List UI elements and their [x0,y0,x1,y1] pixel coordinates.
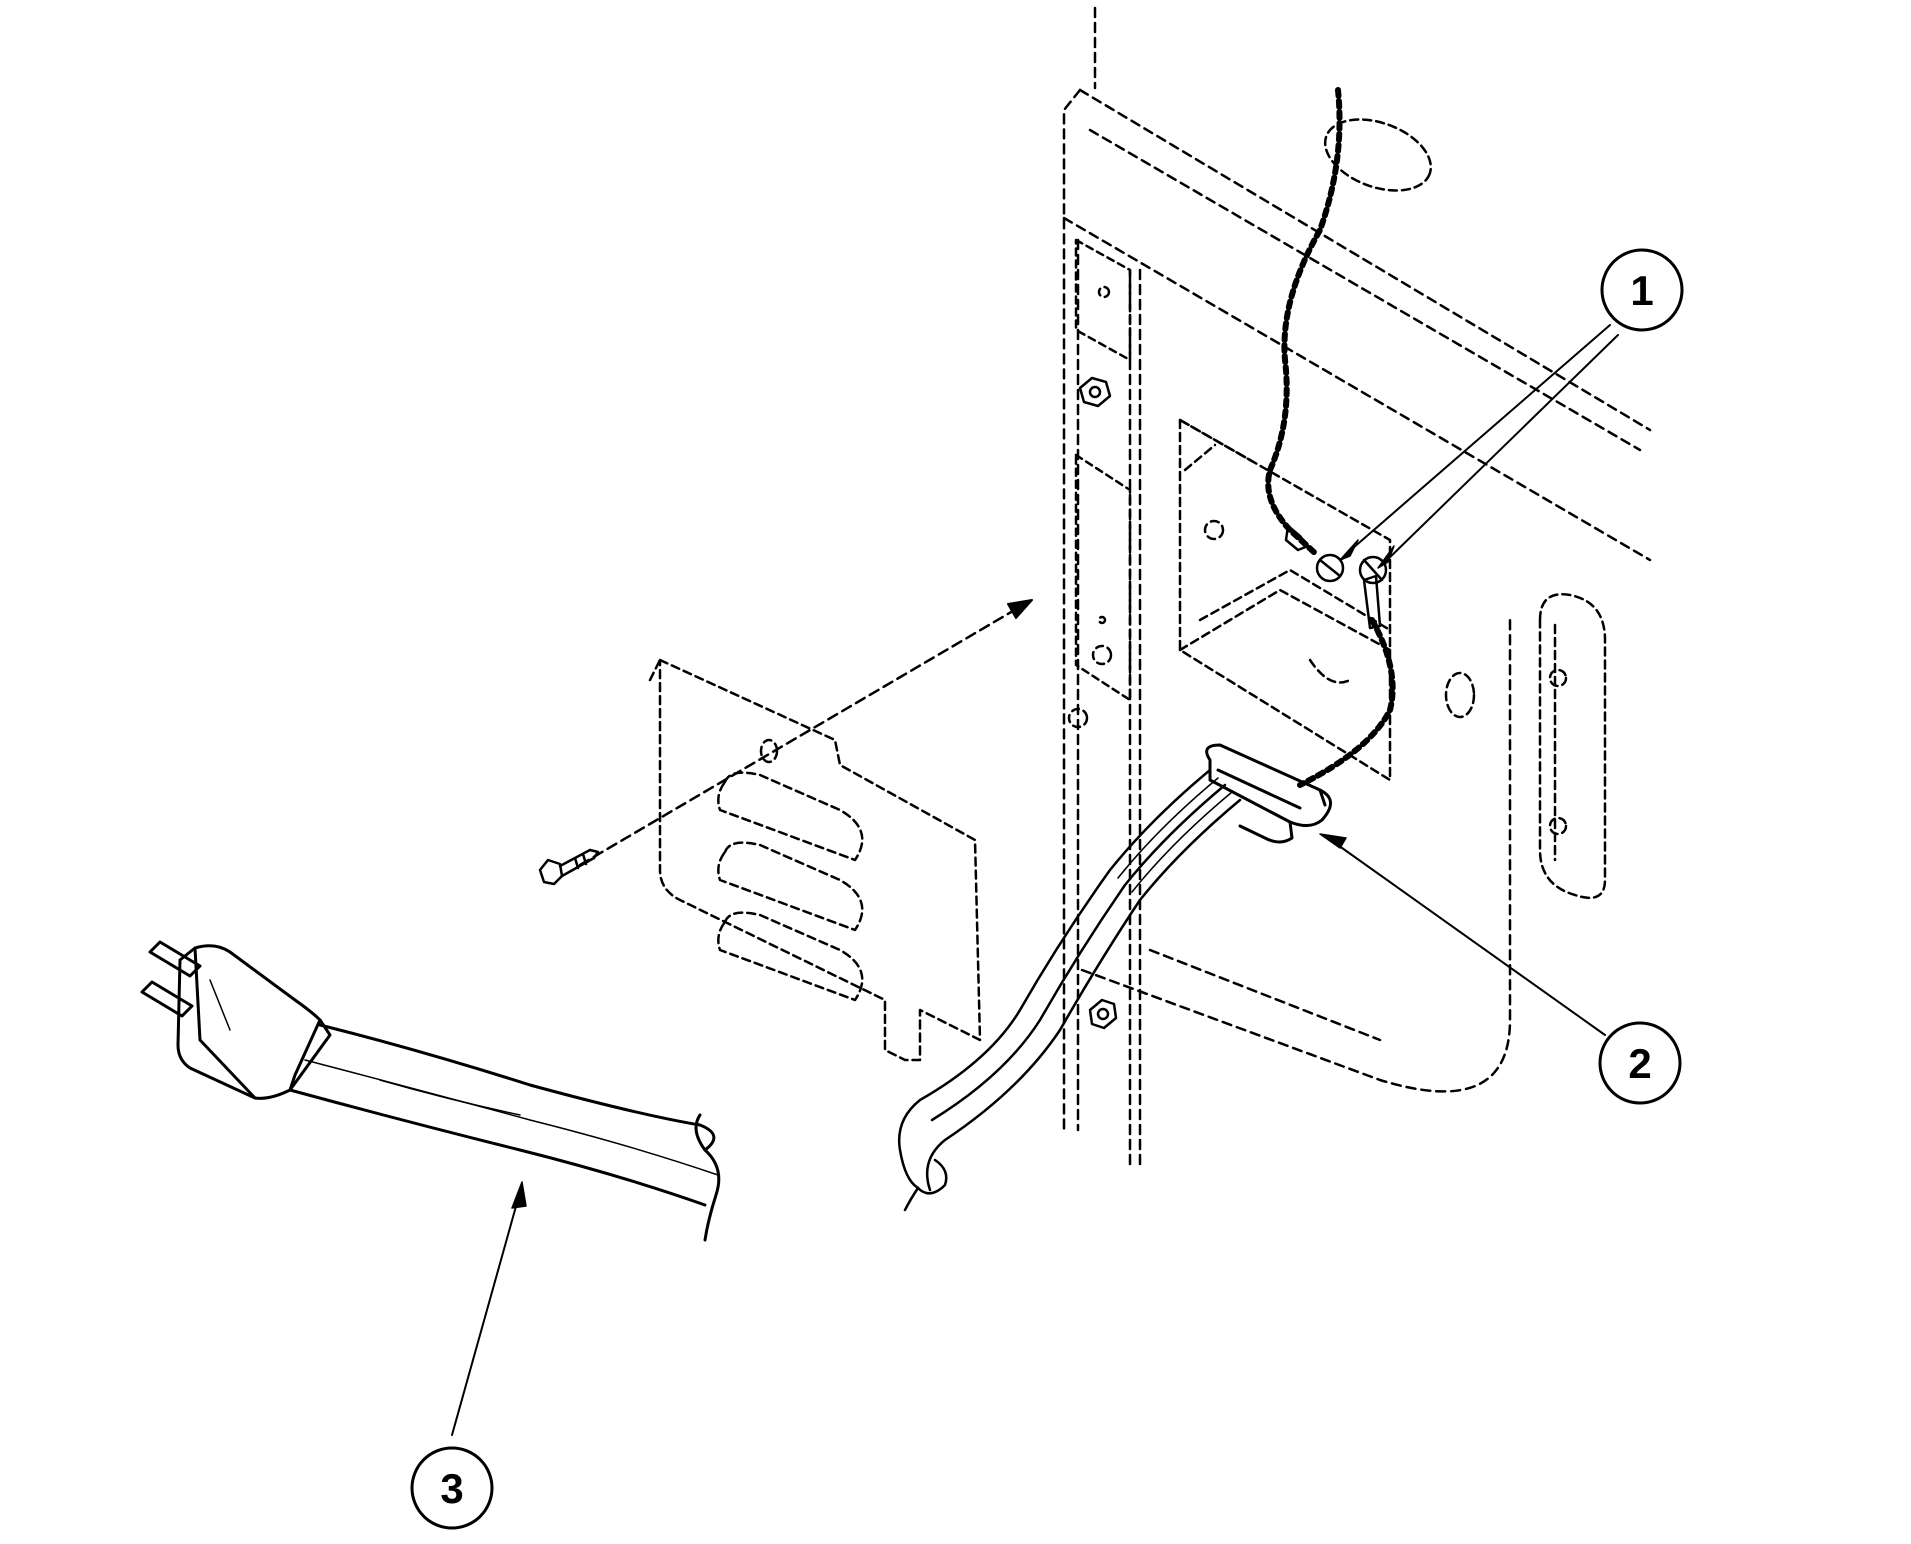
hex-nut-lower [1088,998,1118,1030]
terminal-screw-left [1315,553,1345,583]
power-plug [140,940,332,1100]
cover-plate [648,658,982,1062]
ring-terminal-right [1362,574,1382,630]
assembly-arrow [578,599,1033,867]
mounting-bracket [1067,238,1132,729]
cord-to-cabinet [897,768,1242,1212]
callout-3-label: 3 [440,1465,463,1512]
hex-nut-upper [1078,376,1112,408]
internal-wire-ground [1265,87,1343,557]
strain-relief-grommet [1205,743,1332,844]
terminal-box [1178,418,1392,782]
callout-3: 3 [410,1446,494,1530]
callout-2: 2 [1598,1021,1682,1105]
terminal-screw-right [1358,555,1388,585]
leader-arrowheads [511,539,1395,1209]
ring-terminal-left [1284,524,1310,552]
callout-1: 1 [1600,248,1684,332]
appliance-cabinet [1062,6,1652,1172]
leader-lines [451,324,1619,1436]
mounting-screw [538,848,600,886]
side-slot [1444,593,1607,900]
power-cord [288,1023,721,1242]
oval-opening-top [1323,118,1433,192]
callout-1-label: 1 [1630,267,1653,314]
callout-2-label: 2 [1628,1040,1651,1087]
internal-wire-lead [1297,617,1396,788]
